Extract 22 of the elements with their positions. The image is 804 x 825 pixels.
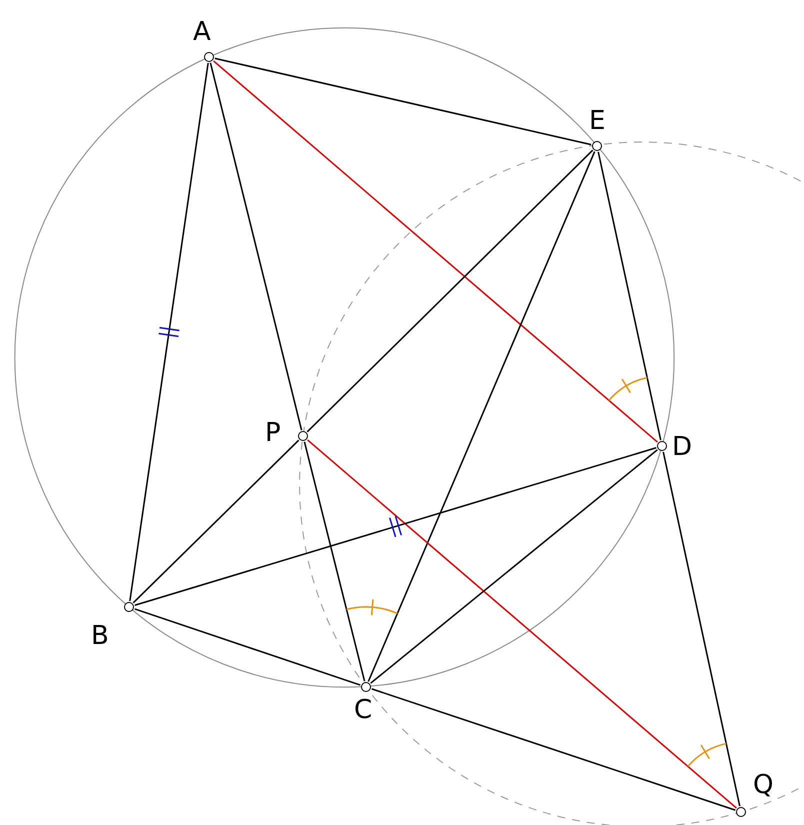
point-label: B [91, 621, 109, 651]
line-segment [371, 688, 736, 811]
point-label: C [354, 695, 372, 725]
line-segment [210, 62, 302, 430]
point-label: D [672, 432, 692, 462]
line-segment [134, 608, 361, 686]
line-segment [134, 447, 656, 606]
point-label: P [265, 418, 281, 448]
point-label: A [193, 17, 211, 47]
line-segment [598, 152, 662, 440]
line-segment [368, 151, 596, 682]
line-segment [662, 452, 740, 806]
line-segment [307, 439, 737, 809]
point-label: Q [753, 770, 774, 800]
line-segment [214, 58, 592, 146]
line-segment [304, 442, 366, 682]
line-segment [306, 150, 594, 432]
line-segment [129, 62, 209, 602]
line-segment [132, 440, 300, 604]
line-segment [370, 449, 658, 684]
line-segment [213, 60, 658, 443]
point-label: E [589, 106, 606, 136]
